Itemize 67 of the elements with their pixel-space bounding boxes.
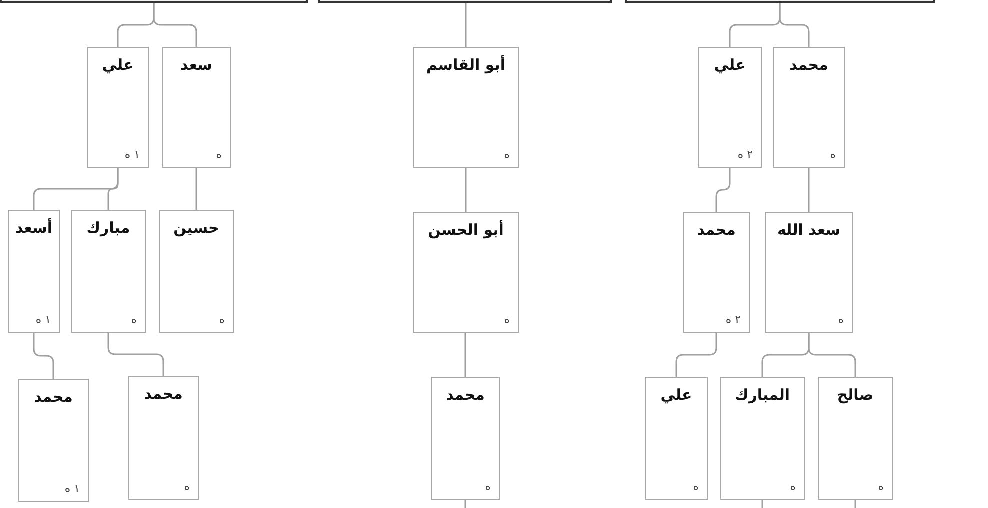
person-box bbox=[162, 47, 231, 168]
date-marker: ٢ ه bbox=[738, 148, 753, 161]
person-box bbox=[87, 47, 149, 168]
date-marker: ه bbox=[504, 313, 510, 326]
person-box bbox=[413, 47, 519, 168]
connector-line bbox=[808, 333, 856, 377]
person-box bbox=[159, 210, 234, 333]
person-name: محمد bbox=[696, 221, 737, 239]
person-name: علي bbox=[660, 386, 694, 404]
date-marker: ه bbox=[504, 148, 510, 161]
date-marker: ١ ه bbox=[64, 482, 80, 495]
person-name: أسعد bbox=[14, 219, 54, 237]
connector-line bbox=[108, 168, 119, 210]
date-marker: ه bbox=[838, 313, 844, 326]
date-marker: ه bbox=[790, 480, 796, 493]
person-box bbox=[645, 377, 708, 500]
person-name: صالح bbox=[836, 386, 875, 404]
person-name: سعد الله bbox=[776, 221, 842, 239]
person-box bbox=[773, 47, 845, 168]
connector-line bbox=[464, 333, 466, 377]
person-name: سعد bbox=[180, 56, 214, 74]
connector-line bbox=[779, 3, 810, 47]
person-name: أبو القاسم bbox=[425, 56, 507, 74]
date-marker: ه bbox=[216, 148, 222, 161]
connector-line bbox=[854, 500, 856, 508]
connector-line bbox=[464, 500, 466, 508]
person-name: محمد bbox=[788, 56, 830, 74]
date-marker: ه bbox=[131, 313, 137, 326]
date-marker: ه bbox=[485, 480, 491, 493]
date-marker: ه bbox=[184, 480, 190, 493]
connector-line bbox=[465, 3, 467, 47]
person-name: محمد bbox=[33, 388, 74, 406]
person-name: المبارك bbox=[734, 386, 791, 404]
person-name: علي bbox=[101, 56, 135, 74]
date-marker: ه bbox=[219, 313, 225, 326]
connector-line bbox=[808, 168, 810, 212]
person-name: محمد bbox=[143, 385, 184, 403]
person-name: مبارك bbox=[86, 219, 132, 237]
person-box bbox=[431, 377, 500, 500]
person-box bbox=[413, 212, 519, 333]
person-name: حسين bbox=[172, 219, 220, 237]
person-box bbox=[683, 212, 750, 333]
person-box bbox=[765, 212, 853, 333]
connector-line bbox=[465, 168, 467, 212]
connector-line bbox=[676, 333, 718, 377]
person-box bbox=[128, 376, 199, 500]
connector-line bbox=[716, 168, 731, 212]
person-box bbox=[818, 377, 893, 500]
person-box bbox=[18, 379, 89, 502]
connector-line bbox=[33, 333, 54, 379]
date-marker: ه bbox=[830, 148, 836, 161]
person-box bbox=[698, 47, 762, 168]
connector-line bbox=[762, 500, 764, 508]
date-marker: ه bbox=[878, 480, 884, 493]
connector-line bbox=[108, 333, 164, 376]
connector-line bbox=[196, 168, 198, 210]
person-name: أبو الحسن bbox=[427, 221, 505, 239]
person-name: محمد bbox=[445, 386, 486, 404]
person-box bbox=[720, 377, 805, 500]
date-marker: ٢ ه bbox=[726, 313, 741, 326]
person-box bbox=[71, 210, 146, 333]
person-name: علي bbox=[713, 56, 747, 74]
connector-line bbox=[153, 3, 198, 47]
date-marker: ١ ه bbox=[36, 313, 51, 326]
date-marker: ه bbox=[693, 480, 699, 493]
person-box bbox=[8, 210, 60, 333]
date-marker: ١ ه bbox=[124, 148, 140, 161]
